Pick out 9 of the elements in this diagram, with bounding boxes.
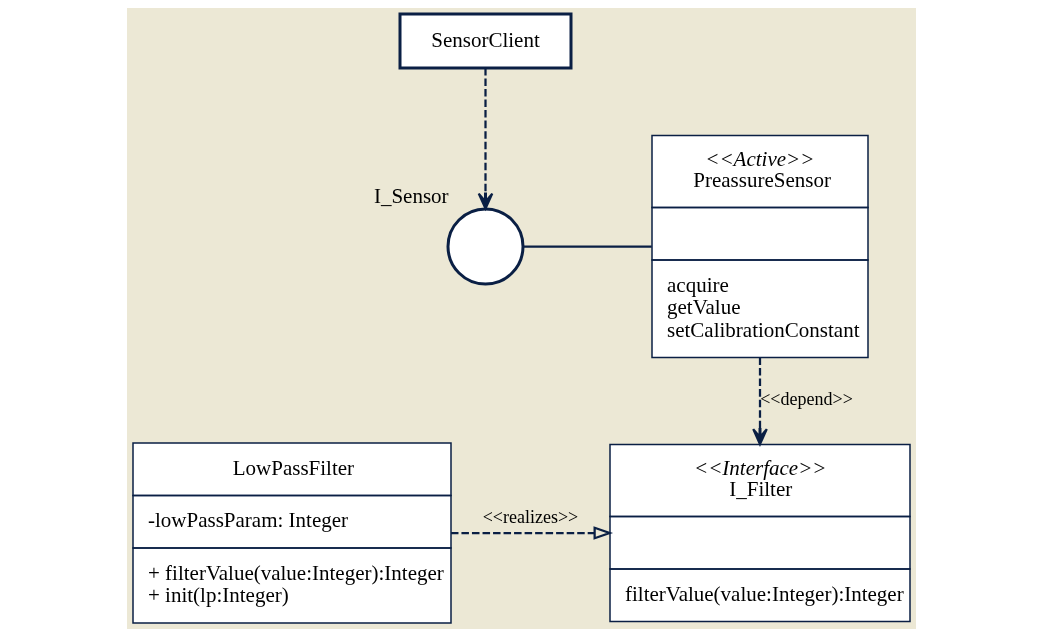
edge-label: <<depend>> bbox=[760, 388, 853, 409]
arrow bbox=[477, 68, 494, 210]
arrow bbox=[451, 526, 614, 540]
node-label: I_Sensor bbox=[373, 184, 449, 209]
connector bbox=[523, 245, 652, 248]
edge-label: <<realizes>> bbox=[482, 507, 579, 528]
node-box: SensorClient bbox=[398, 12, 573, 70]
node-circle bbox=[446, 207, 525, 286]
arrow bbox=[752, 357, 768, 446]
